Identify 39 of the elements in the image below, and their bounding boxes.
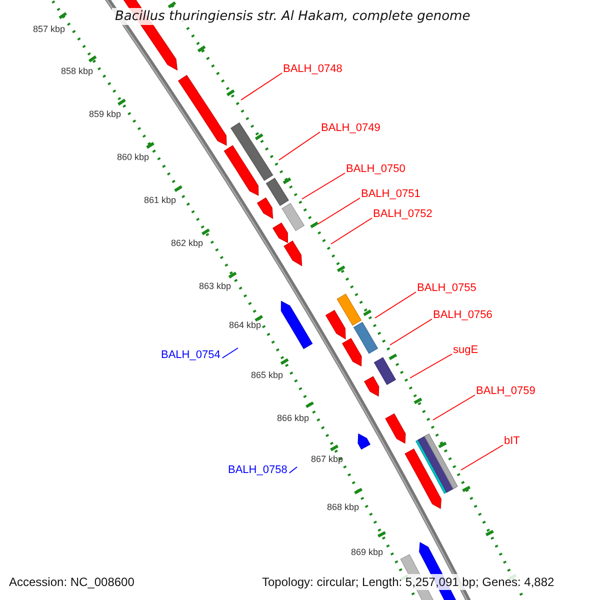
leader-line [374,292,416,318]
gene-label: BALH_0748 [283,63,342,75]
scale-label: 866 kbp [277,413,310,423]
leader-line [302,172,346,200]
gene-label: BALH_0758 [228,464,288,476]
leader-line [410,354,452,378]
leader-line [318,198,360,224]
leader-line [240,72,282,100]
gene-label: BALH_0754 [161,349,220,361]
scale-label: 864 kbp [229,320,262,330]
scale-label: 868 kbp [327,502,360,512]
scale-label: 867 kbp [311,454,344,464]
footer-text: Topology: circular; Length: 5,257,091 bp; Genes: 4,882 [260,574,556,590]
gene-label: BALH_0756 [433,309,492,321]
scale-label: 863 kbp [199,281,232,291]
gene-label: BALH_0755 [417,282,476,294]
gene-label: bIT [504,435,520,447]
leader-line [330,218,372,244]
scale-label: 869 kbp [351,547,384,557]
scale-label: 861 kbp [144,195,176,205]
leader-line [432,394,476,420]
scale-label: 862 kbp [171,238,204,248]
footer-text: Accession: NC_008600 [7,574,136,590]
gene-label: BALH_0752 [373,208,432,220]
scale-label: 859 kbp [89,109,122,119]
leader-line [278,132,320,160]
scale-label: 865 kbp [251,370,284,380]
leader-line [288,466,298,474]
leader-line [390,318,432,346]
leader-line [460,444,504,470]
gene-label: BALH_0749 [321,122,380,134]
gene-label: BALH_0759 [476,385,536,397]
scale-label: 857 kbp [33,24,66,34]
leader-line [222,348,238,358]
scale-label: 858 kbp [61,66,94,76]
gene-label: BALH_0751 [361,188,420,200]
gene-label: sugE [453,344,478,356]
scale-label: 860 kbp [117,152,150,162]
gene-label: BALH_0750 [346,163,406,175]
